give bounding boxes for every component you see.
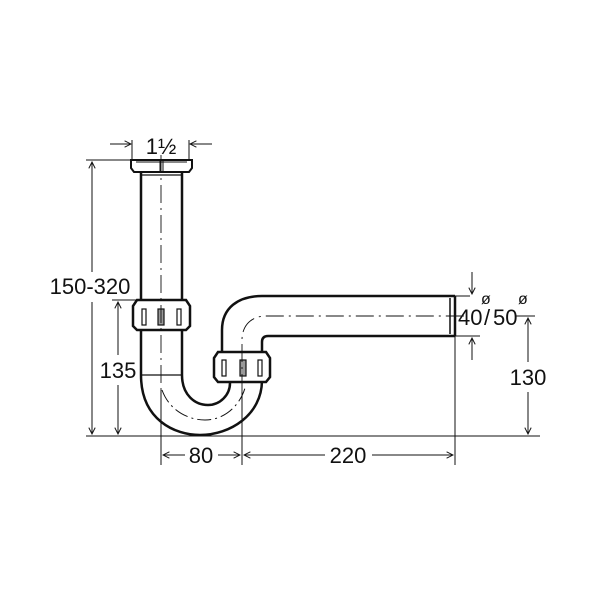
dim-outlet-length: 220 [330,443,367,468]
outlet-pipe [220,294,457,352]
upper-union-nut [131,298,192,332]
dim-total-height: 150-320 [50,274,131,299]
extension-lines [86,140,540,465]
inlet-flange [130,159,193,173]
dim-outlet-height: 130 [510,365,547,390]
center-lines [160,155,465,392]
dim-lower-height: 135 [100,358,137,383]
dim-inlet-thread: 1½ [146,134,177,159]
dim-horizontal-offset: 80 [189,443,213,468]
dim-diameter-b: 50 [493,305,517,330]
dimension-lines [92,144,528,455]
dim-diameter-a: 40 [458,305,482,330]
diameter-symbol-a: ø [481,291,491,308]
diameter-symbol-b: ø [518,291,528,308]
dim-separator: / [484,305,491,330]
dim-outlet-diameter: 40 ø / 50 ø [458,291,528,330]
vertical-tailpipe [139,172,184,300]
siphon-body [130,159,457,437]
u-bend [139,374,264,437]
